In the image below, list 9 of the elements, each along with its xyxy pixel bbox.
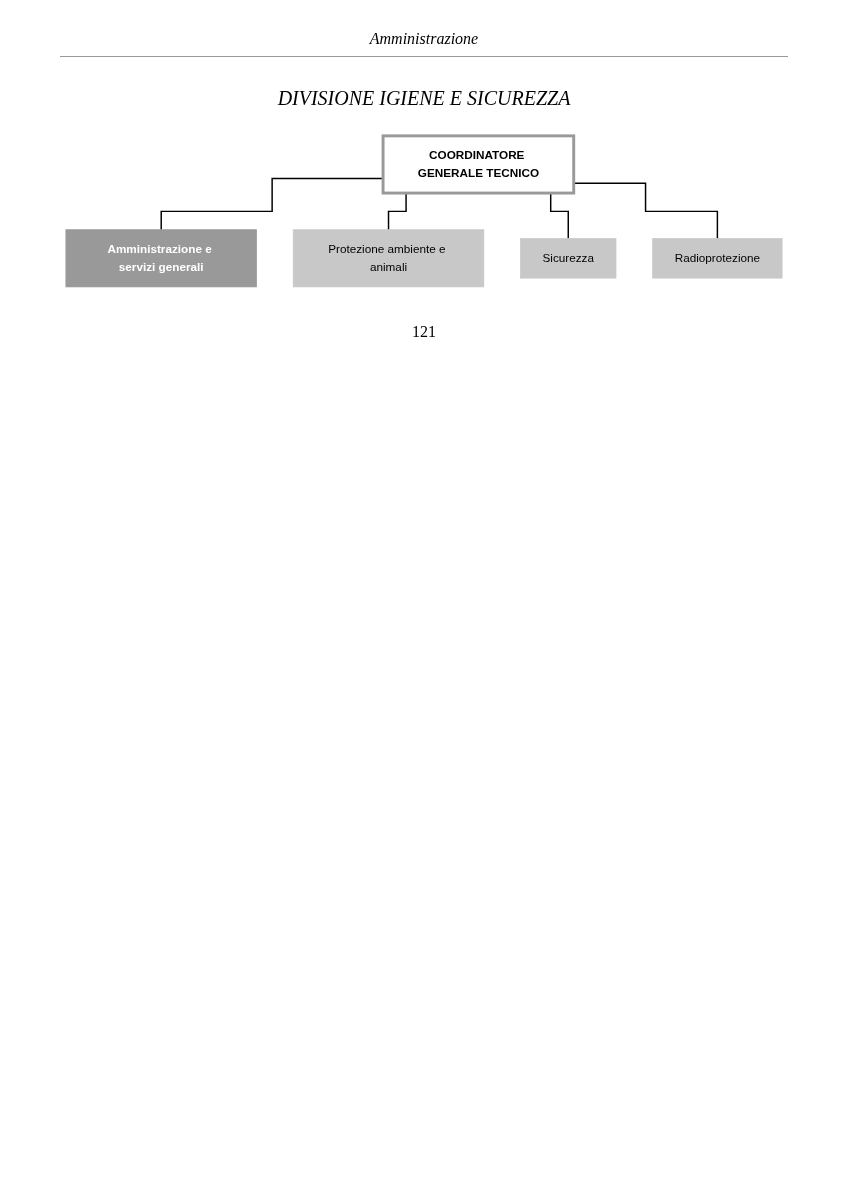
node-box: Protezione ambiente e animali — [292, 229, 485, 288]
node-box: Radioprotezione — [652, 238, 783, 279]
node-box: Amministrazione e servizi generali — [65, 229, 257, 288]
node-box: Sicurezza — [520, 238, 617, 279]
running-head: Amministrazione — [60, 30, 788, 57]
diagram-title: DIVISIONE IGIENE E SICUREZZA — [276, 87, 572, 110]
page-number: 121 — [411, 322, 437, 341]
node-box: COORDINATORE GENERALE TECNICO — [381, 134, 576, 195]
connector — [160, 177, 384, 231]
